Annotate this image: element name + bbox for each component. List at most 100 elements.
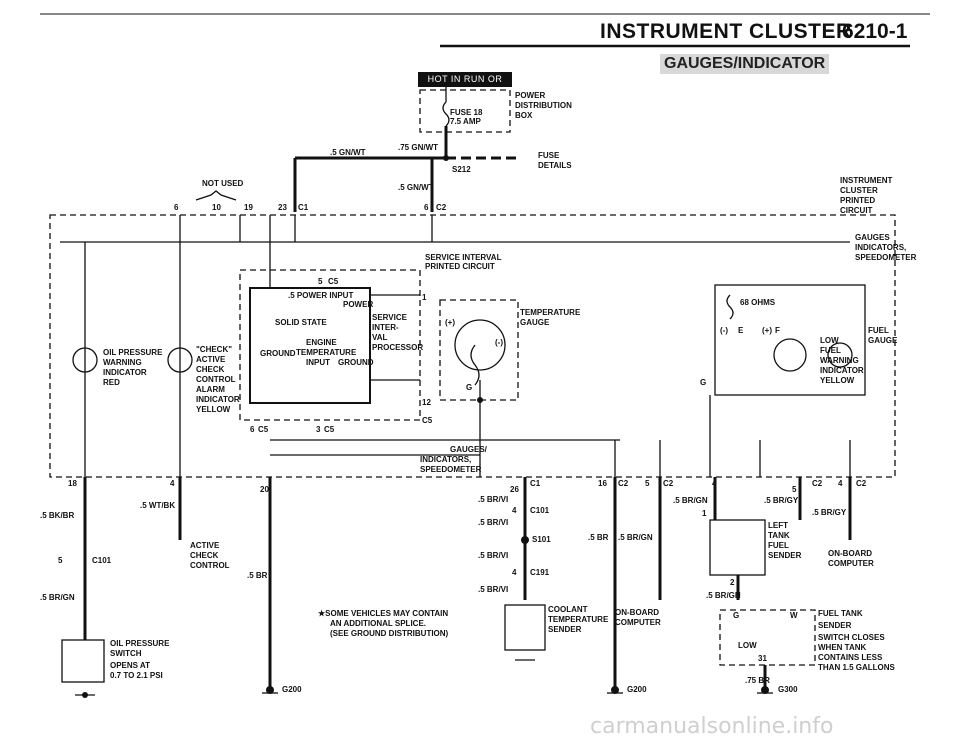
- power-label: POWER: [343, 300, 373, 309]
- engine-temp-2: TEMPERATURE: [296, 348, 357, 357]
- conn-c101: C101: [92, 556, 112, 565]
- check-5: ALARM: [196, 385, 225, 394]
- schematic-nodes: [82, 155, 769, 698]
- pin-10: 10: [212, 203, 221, 212]
- pin-6-c5: 6: [250, 425, 255, 434]
- check-2: ACTIVE: [196, 355, 226, 364]
- check-3: CHECK: [196, 365, 225, 374]
- wire-wtbk: .5 WT/BK: [140, 501, 175, 510]
- left-tank-4: SENDER: [768, 551, 802, 560]
- low-fuel-2: FUEL: [820, 346, 841, 355]
- fuel-tank-3: SWITCH CLOSES: [818, 633, 885, 642]
- fuel-tank-1: FUEL TANK: [818, 609, 863, 618]
- wire-gnwt-1: .5 GN/WT: [330, 148, 366, 157]
- wire-gnwt-3: .5 GN/WT: [398, 183, 434, 192]
- tank-g: G: [733, 611, 739, 620]
- tank-low: LOW: [738, 641, 757, 650]
- bpin-4: 4: [170, 479, 175, 488]
- bconn-c1: C1: [530, 479, 541, 488]
- pin-23: 23: [278, 203, 287, 212]
- left-tank-2: TANK: [768, 531, 790, 540]
- page-number: 6210-1: [842, 20, 908, 43]
- wire-gnwt-2: .75 GN/WT: [398, 143, 438, 152]
- conn-c2: C2: [436, 203, 447, 212]
- watermark: carmanualsonline.info: [590, 714, 834, 739]
- conn-c5-a: C5: [258, 425, 269, 434]
- bpin-5: 5: [645, 479, 650, 488]
- bpin-4c: 4: [838, 479, 843, 488]
- sip-3: VAL: [372, 333, 388, 342]
- cluster-2: CLUSTER: [840, 186, 878, 195]
- bpin-26: 26: [510, 485, 519, 494]
- conn-c5-b: C5: [324, 425, 335, 434]
- wire-bkbr: .5 BK/BR: [40, 511, 74, 520]
- not-used-label: NOT USED: [202, 179, 244, 188]
- cluster-3: PRINTED: [840, 196, 875, 205]
- fuse-amp-label: 7.5 AMP: [450, 117, 481, 126]
- oil-pressure-3: INDICATOR: [103, 368, 147, 377]
- wire-br-2: .5 BR: [588, 533, 609, 542]
- temp-minus: (-): [495, 338, 503, 347]
- conn-c5-top: C5: [328, 277, 339, 286]
- fuse-label: FUSE 18: [450, 108, 483, 117]
- check-1: "CHECK": [196, 345, 232, 354]
- bpin-20: 20: [260, 485, 269, 494]
- wire-brgn-2: .5 BR/GN: [618, 533, 653, 542]
- temp-gauge-1: TEMPERATURE: [520, 308, 581, 317]
- page-subtitle: GAUGES/INDICATOR: [660, 54, 830, 74]
- sip-2: INTER-: [372, 323, 399, 332]
- acc-3: CONTROL: [190, 561, 230, 570]
- oil-pressure-2: WARNING: [103, 358, 142, 367]
- tank-w: W: [790, 611, 798, 620]
- check-6: INDICATOR: [196, 395, 240, 404]
- sip-1: SERVICE: [372, 313, 408, 322]
- fuel-e: E: [738, 326, 744, 335]
- engine-temp-3: INPUT: [306, 358, 330, 367]
- acc-2: CHECK: [190, 551, 219, 560]
- pin-6: 6: [174, 203, 179, 212]
- gauges-top-2: INDICATORS,: [855, 243, 906, 252]
- page-title: INSTRUMENT CLUSTER: [600, 20, 852, 43]
- low-fuel-5: YELLOW: [820, 376, 855, 385]
- fuel-gauge-2: GAUGE: [868, 336, 898, 345]
- onboard-1: ON-BOARD: [615, 608, 659, 617]
- fuel-minus: (-): [720, 326, 728, 335]
- bconn-c2: C2: [618, 479, 629, 488]
- pin-31: 31: [758, 654, 767, 663]
- temp-gauge-2: GAUGE: [520, 318, 550, 327]
- conn-c1: C1: [298, 203, 309, 212]
- fuel-tank-4: WHEN TANK: [818, 643, 867, 652]
- gauges-mid-2: INDICATORS,: [420, 455, 471, 464]
- note-3: (SEE GROUND DISTRIBUTION): [330, 629, 449, 638]
- pin-19: 19: [244, 203, 253, 212]
- sip-4: PROCESSOR: [372, 343, 423, 352]
- wire-br: .5 BR: [247, 571, 268, 580]
- wire-brgy-2: .5 BR/GY: [812, 508, 847, 517]
- gauges-mid-1: GAUGES/: [450, 445, 488, 454]
- acc-1: ACTIVE: [190, 541, 220, 550]
- temp-plus: (+): [445, 318, 455, 327]
- pin-4-c191: 4: [512, 568, 517, 577]
- wire-brgy: .5 BR/GY: [764, 496, 799, 505]
- conn-c101b: C101: [530, 506, 550, 515]
- wire-brgn-4: .5 BR/GN: [706, 591, 741, 600]
- wire-br75: .75 BR: [745, 676, 770, 685]
- gauges-top-1: GAUGES: [855, 233, 890, 242]
- pin-2-tank: 2: [730, 578, 735, 587]
- power-dist-2: DISTRIBUTION: [515, 101, 572, 110]
- bpin-16: 16: [598, 479, 607, 488]
- power-dist-1: POWER: [515, 91, 545, 100]
- ground-g300: G300: [778, 685, 798, 694]
- oil-switch-3: OPENS AT: [110, 661, 150, 670]
- pin-5: 5: [318, 277, 323, 286]
- temp-g: G: [466, 383, 472, 392]
- coolant-1: COOLANT: [548, 605, 588, 614]
- coolant-3: SENDER: [548, 625, 582, 634]
- wire-brgn-3: .5 BR/GN: [673, 496, 708, 505]
- note-1: ★SOME VEHICLES MAY CONTAIN: [318, 609, 448, 618]
- left-tank-1: LEFT: [768, 521, 788, 530]
- bconn-c2c: C2: [812, 479, 823, 488]
- gauges-top-3: SPEEDOMETER: [855, 253, 917, 262]
- low-fuel-4: INDICATOR: [820, 366, 864, 375]
- pin-4-c101: 4: [512, 506, 517, 515]
